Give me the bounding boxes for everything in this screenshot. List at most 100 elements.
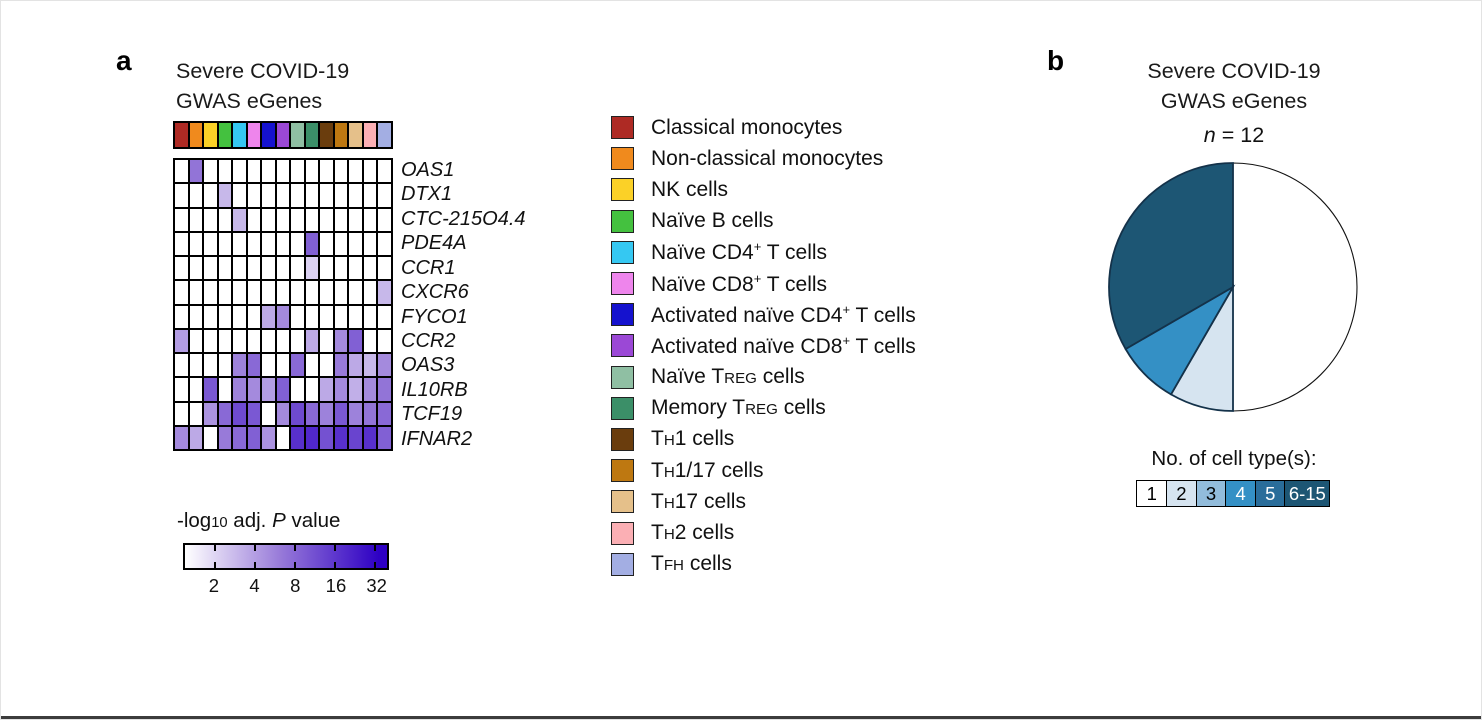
heatmap-cell (204, 257, 217, 280)
pie-n-label: n = 12 (1203, 123, 1265, 147)
pie-slice-6-15 (1108, 162, 1234, 351)
pie-legend-box-3: 3 (1195, 480, 1227, 507)
heatmap-cell (233, 160, 246, 183)
celltype-legend-swatch (611, 427, 634, 451)
heatmap-cell (175, 184, 188, 207)
heatmap-cell (175, 402, 188, 425)
celltype-legend-item: Non-classical monocytes (611, 143, 916, 174)
celltype-color-swatch (349, 123, 362, 147)
heatmap-cell (218, 329, 232, 352)
celltype-legend-label: TH1 cells (651, 427, 735, 451)
heatmap-cell (320, 378, 333, 401)
panel-a-label: a (116, 45, 132, 76)
heatmap-cell (189, 232, 203, 255)
celltype-legend-label: Naïve TREG cells (651, 365, 805, 389)
celltype-legend-swatch (611, 365, 634, 389)
heatmap-cell (233, 329, 246, 352)
celltype-legend-label: Non-classical monocytes (651, 146, 884, 170)
heatmap-cell (320, 232, 333, 255)
heatmap-cell (262, 281, 275, 304)
heatmap-cell (378, 426, 391, 449)
heatmap-cell (247, 257, 261, 280)
celltype-legend-item: TH17 cells (611, 486, 916, 517)
colorbar-title: -log10 adj. P value (177, 509, 341, 532)
pie-svg (1108, 162, 1358, 412)
heatmap-cell (189, 378, 203, 401)
heatmap-cell (363, 257, 377, 280)
heatmap-cell (378, 329, 391, 352)
heatmap-cell (363, 160, 377, 183)
heatmap-cell (189, 281, 203, 304)
heatmap-cell (233, 257, 246, 280)
heatmap-cell (233, 208, 246, 231)
heatmap-cell (175, 354, 188, 377)
heatmap-cell (291, 281, 304, 304)
heatmap-cell (291, 160, 304, 183)
heatmap-cell (247, 402, 261, 425)
heatmap-cell (378, 184, 391, 207)
gene-label: OAS1 (401, 159, 455, 181)
heatmap-cell (334, 208, 348, 231)
heatmap-cell (189, 160, 203, 183)
heatmap-cell (247, 305, 261, 328)
celltype-legend-item: NK cells (611, 174, 916, 205)
heatmap-cell (189, 208, 203, 231)
heatmap-cell (218, 160, 232, 183)
heatmap-cell (204, 232, 217, 255)
heatmap-cell (204, 160, 217, 183)
heatmap-cell (349, 208, 362, 231)
heatmap-cell (305, 184, 319, 207)
heatmap-cell (189, 329, 203, 352)
celltype-legend-item: Naïve B cells (611, 206, 916, 237)
heatmap-cell (276, 160, 290, 183)
heatmap-cell (233, 402, 246, 425)
heatmap-cell (204, 305, 217, 328)
heatmap-cell (349, 232, 362, 255)
heatmap-cell (204, 426, 217, 449)
heatmap-cell (320, 354, 333, 377)
heatmap-cell (291, 426, 304, 449)
heatmap-cell (291, 257, 304, 280)
heatmap-cell (349, 257, 362, 280)
heatmap-cell (247, 184, 261, 207)
pie-legend-box-5: 5 (1254, 480, 1286, 507)
heatmap-cell (262, 378, 275, 401)
celltype-legend-label: Activated naïve CD8+ T cells (651, 332, 916, 358)
heatmap-cell (233, 232, 246, 255)
celltype-legend-item: Memory TREG cells (611, 393, 916, 424)
celltype-legend-label: Classical monocytes (651, 115, 843, 139)
heatmap-cell (175, 329, 188, 352)
heatmap-cell (276, 354, 290, 377)
heatmap-cell (189, 184, 203, 207)
heatmap-cell (349, 354, 362, 377)
celltype-legend-label: TH17 cells (651, 489, 746, 513)
celltype-color-swatch (204, 123, 217, 147)
heatmap-cell (276, 305, 290, 328)
celltype-color-swatch (334, 123, 348, 147)
heatmap-cell (363, 426, 377, 449)
heatmap-cell (247, 378, 261, 401)
heatmap-cell (334, 160, 348, 183)
colorbar-tick-label: 2 (208, 575, 220, 596)
heatmap-cell (233, 305, 246, 328)
heatmap-cell (276, 426, 290, 449)
heatmap-cell (305, 354, 319, 377)
heatmap-cell (305, 305, 319, 328)
celltype-legend-item: Activated naïve CD4+ T cells (611, 299, 916, 330)
heatmap-cell (305, 160, 319, 183)
heatmap-cell (262, 426, 275, 449)
celltype-legend-label: Activated naïve CD4+ T cells (651, 301, 916, 327)
heatmap-cell (363, 208, 377, 231)
heatmap-cell (175, 305, 188, 328)
heatmap-cell (204, 378, 217, 401)
heatmap-cell (320, 305, 333, 328)
celltype-legend-item: Naïve CD8+ T cells (611, 268, 916, 299)
celltype-legend-label: Naïve CD4+ T cells (651, 239, 828, 265)
panel-a-title: Severe COVID-19 GWAS eGenes (176, 56, 349, 116)
colorbar-tick-label: 4 (249, 575, 260, 596)
heatmap-cell (349, 329, 362, 352)
celltype-legend-swatch (611, 240, 634, 264)
pie-legend-title: No. of cell type(s): (1151, 447, 1317, 470)
